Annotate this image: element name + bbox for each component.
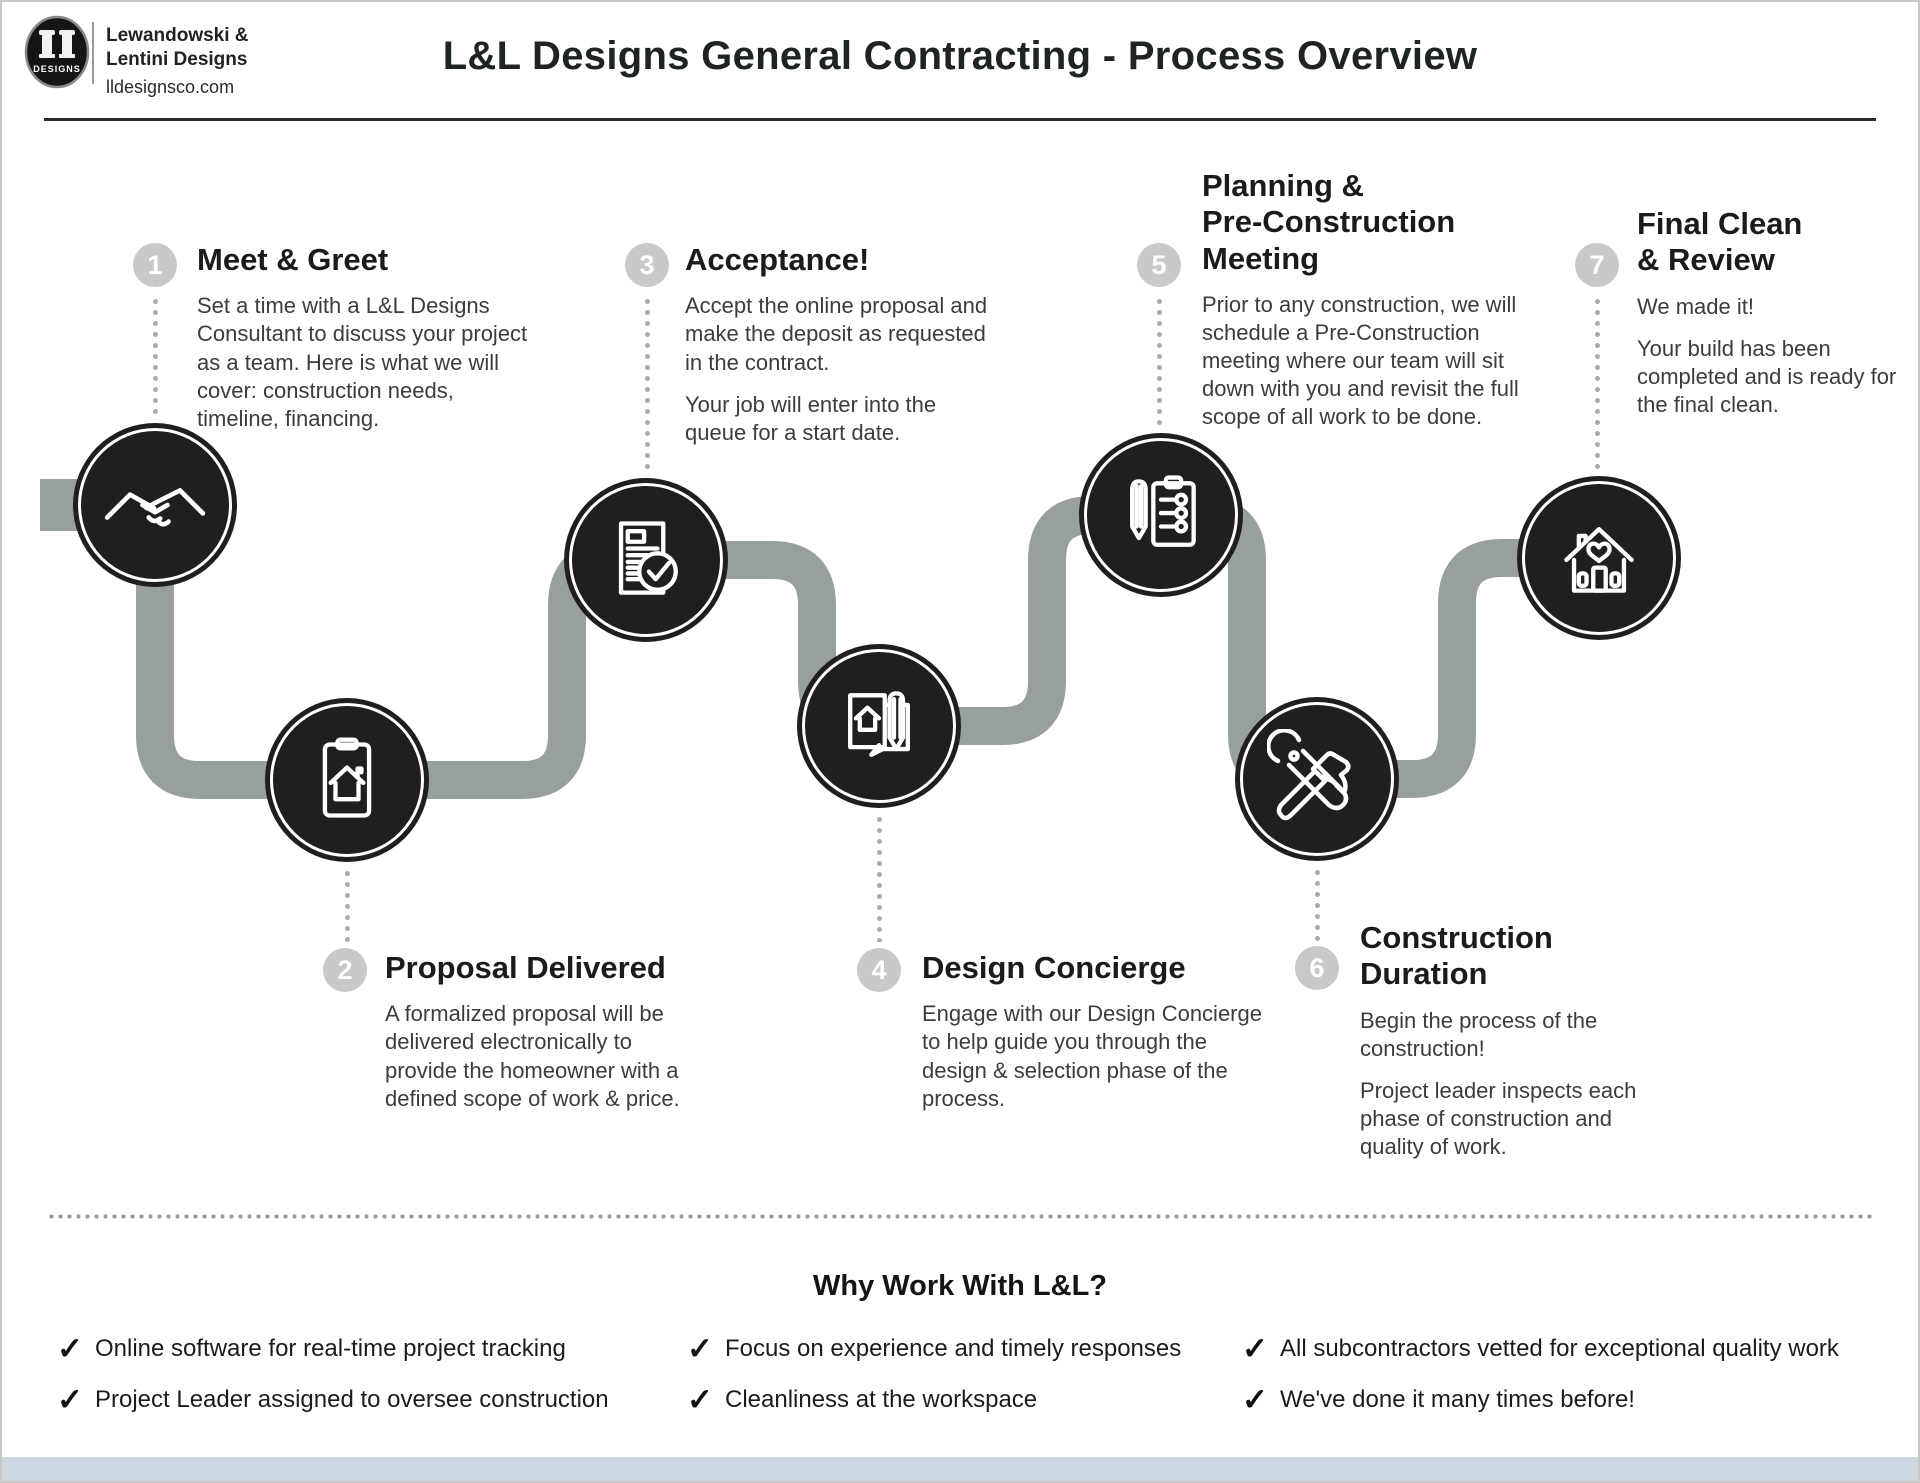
header-rule: [44, 118, 1876, 121]
why-column-2: ✓ Focus on experience and timely respons…: [687, 1331, 1182, 1436]
step-2-text: Proposal Delivered A formalized proposal…: [385, 950, 685, 1127]
step-2-node: [265, 698, 429, 862]
step-5-text: Planning & Pre-Construction Meeting Prio…: [1202, 168, 1557, 446]
step-3-text: Acceptance! Accept the online proposal a…: [685, 242, 990, 461]
check-icon: ✓: [1242, 1382, 1268, 1417]
check-icon: ✓: [1242, 1331, 1268, 1366]
step-3-node: [564, 478, 728, 642]
step-1-dotted-connector: [153, 296, 158, 418]
step-2-title: Proposal Delivered: [385, 950, 666, 985]
why-item: ✓ Cleanliness at the workspace: [687, 1382, 1181, 1417]
step-2-paragraph: A formalized proposal will be delivered …: [385, 1001, 680, 1111]
step-7-paragraph: Your build has been completed and is rea…: [1637, 335, 1897, 417]
step-5-paragraph: Prior to any construction, we will sched…: [1202, 291, 1519, 430]
step-5-number-badge: 5: [1137, 243, 1181, 287]
check-icon: ✓: [57, 1331, 83, 1366]
tools-icon: [1267, 729, 1351, 821]
clipboard-house-icon: [322, 737, 372, 818]
step-3-paragraph: Accept the online proposal and make the …: [685, 293, 988, 375]
company-logo: DESIGNS: [24, 15, 90, 89]
step-7-dotted-connector: [1595, 296, 1600, 470]
why-item: ✓ We've done it many times before!: [1242, 1382, 1839, 1417]
page-title: L&L Designs General Contracting - Proces…: [442, 34, 1478, 78]
brand-website: lldesignsco.com: [106, 76, 235, 97]
why-section-title: Why Work With L&L?: [813, 1270, 1107, 1302]
step-5-title: Planning & Pre-Construction Meeting: [1202, 168, 1456, 276]
why-item: ✓ Online software for real-time project …: [57, 1331, 609, 1366]
check-icon: ✓: [687, 1331, 713, 1366]
brand-name-line2: Lentini Designs: [106, 48, 248, 70]
step-6-text: Construction Duration Begin the process …: [1360, 920, 1680, 1175]
why-item: ✓ Focus on experience and timely respons…: [687, 1331, 1182, 1366]
step-2-dotted-connector: [345, 868, 350, 942]
step-7-node: [1517, 476, 1681, 640]
why-column-3: ✓ All subcontractors vetted for exceptio…: [1242, 1331, 1839, 1436]
step-1-number-badge: 1: [133, 243, 177, 287]
step-5-dotted-connector: [1157, 296, 1162, 428]
why-item-label: Cleanliness at the workspace: [724, 1386, 1038, 1413]
step-1-node: [73, 423, 237, 587]
logo-text: DESIGNS: [33, 64, 81, 74]
house-heart-icon: [1564, 527, 1634, 593]
why-item: ✓ All subcontractors vetted for exceptio…: [1242, 1331, 1839, 1366]
header-divider: [92, 22, 94, 84]
step-6-dotted-connector: [1315, 867, 1320, 941]
step-1-title: Meet & Greet: [197, 242, 389, 277]
step-6-paragraph: Project leader inspects each phase of co…: [1360, 1077, 1637, 1160]
check-icon: ✓: [57, 1382, 83, 1417]
why-column-1: ✓ Online software for real-time project …: [57, 1331, 609, 1436]
step-4-text: Design Concierge Engage with our Design …: [922, 950, 1267, 1127]
step-4-title: Design Concierge: [922, 950, 1186, 985]
bottom-strip: [2, 1457, 1918, 1481]
brand-name-line1: Lewandowski &: [106, 25, 249, 46]
step-6-title: Construction Duration: [1360, 920, 1553, 992]
step-4-paragraph: Engage with our Design Concierge to help…: [922, 1001, 1262, 1111]
why-item-label: Online software for real-time project tr…: [94, 1335, 566, 1362]
step-7-number-badge: 7: [1575, 243, 1619, 287]
why-item-label: Focus on experience and timely responses: [724, 1335, 1182, 1362]
step-3-paragraph: Your job will enter into the queue for a…: [685, 391, 937, 445]
check-icon: ✓: [687, 1382, 713, 1417]
house-plan-pencil-icon: [848, 691, 910, 757]
handshake-icon: [104, 488, 206, 527]
columns-logo-icon: DESIGNS: [24, 15, 90, 89]
step-6-node: [1235, 697, 1399, 861]
dotted-separator: [47, 1214, 1873, 1219]
step-4-dotted-connector: [877, 814, 882, 942]
why-item-label: Project Leader assigned to oversee const…: [94, 1386, 609, 1413]
step-4-number-badge: 4: [857, 948, 901, 992]
why-item: ✓ Project Leader assigned to oversee con…: [57, 1382, 609, 1417]
step-6-number-badge: 6: [1295, 946, 1339, 990]
step-1-paragraph: Set a time with a L&L Designs Consultant…: [197, 293, 528, 431]
step-7-text: Final Clean & Review We made it! Your bu…: [1637, 206, 1902, 433]
step-5-node: [1079, 433, 1243, 597]
document-check-icon: [618, 521, 678, 595]
step-1-text: Meet & Greet Set a time with a L&L Desig…: [197, 242, 532, 447]
why-item-label: We've done it many times before!: [1279, 1386, 1635, 1413]
why-item-label: All subcontractors vetted for exceptiona…: [1279, 1335, 1839, 1362]
step-7-title: Final Clean & Review: [1637, 206, 1803, 278]
step-3-number-badge: 3: [625, 243, 669, 287]
step-2-number-badge: 2: [323, 948, 367, 992]
step-3-title: Acceptance!: [685, 242, 870, 277]
step-3-dotted-connector: [645, 296, 650, 472]
pencil-checklist-icon: [1130, 475, 1196, 547]
step-7-paragraph: We made it!: [1637, 293, 1754, 319]
brand-block: Lewandowski & Lentini Designs lldesignsc…: [106, 24, 249, 98]
step-4-node: [797, 644, 961, 808]
step-6-paragraph: Begin the process of the construction!: [1360, 1007, 1598, 1061]
